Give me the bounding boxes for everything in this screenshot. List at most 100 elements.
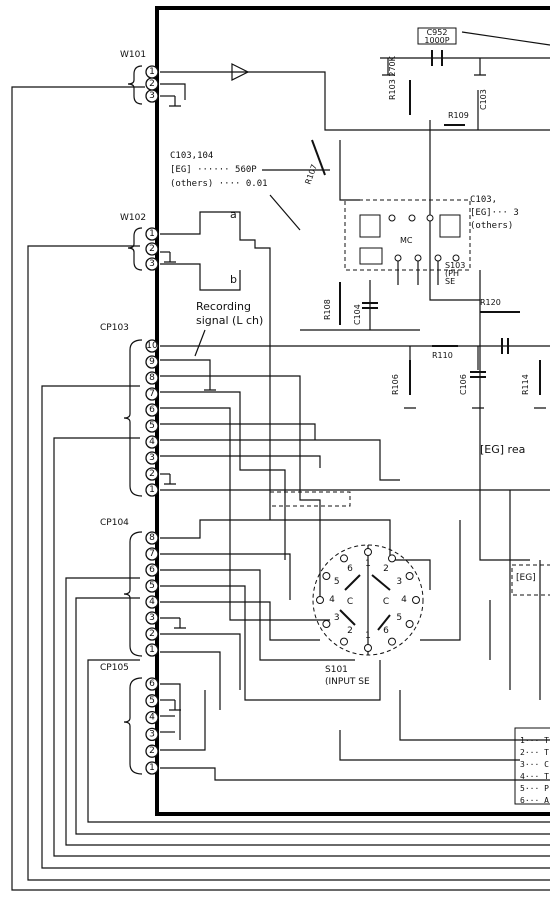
w102-pin-2 — [145, 242, 159, 256]
cp105-pin-label: 4 — [149, 713, 155, 723]
s101-sublabel: (INPUT SE — [325, 677, 370, 687]
w101-pin-3 — [145, 89, 159, 103]
s101-contact — [340, 554, 348, 563]
s101-contact-label: 2 — [347, 626, 353, 636]
cp103-pin-label: 1 — [149, 485, 155, 495]
s101-contact-label: 4 — [329, 595, 335, 605]
c-note-right-1: C103, — [470, 195, 497, 205]
w101-pin-label: 1 — [149, 67, 155, 77]
cp105-pin-label: 3 — [149, 729, 155, 739]
s101-label: S101 — [325, 665, 348, 675]
r108-c104: R108 C104 — [300, 280, 420, 331]
cp105-pin-6 — [145, 677, 159, 691]
recording-signal-line-2: signal (L ch) — [196, 314, 263, 327]
cp104-pin-label: 6 — [149, 565, 155, 575]
c952-value: 1000P — [424, 36, 449, 45]
eg-lower-label: [EG] — [516, 573, 536, 583]
s101-contact — [412, 596, 420, 604]
legend-1: 1··· T — [520, 736, 549, 745]
cp104-pin-1 — [145, 643, 159, 657]
cp105-pin-5 — [145, 694, 159, 708]
cp105-pin-2 — [145, 744, 159, 758]
ground-symbols — [164, 96, 216, 711]
cp103-pin-label: 5 — [149, 421, 155, 431]
c103-label: C103 — [479, 89, 488, 110]
s101-contact-label: 3 — [396, 577, 402, 587]
c-note-right-2: [EG]··· 3 — [470, 208, 519, 218]
cp104-pin-6 — [145, 563, 159, 577]
s101-contact — [322, 572, 331, 580]
s101-contact-label: 4 — [401, 595, 407, 605]
w101-label: W101 — [120, 50, 146, 60]
c-note-line-3: (others) ···· 0.01 — [170, 179, 268, 189]
r109-label: R109 — [448, 111, 469, 120]
w102-pin-label: 2 — [149, 244, 155, 254]
w101-pin-label: 2 — [149, 79, 155, 89]
cp103-pin-label: 2 — [149, 469, 155, 479]
s101-contact-label: 1 — [365, 631, 371, 641]
s101-contact — [388, 637, 396, 646]
cp105-pin-label: 1 — [149, 763, 155, 773]
outer-wiring — [11, 86, 550, 891]
cp103-pin-label: 6 — [149, 405, 155, 415]
cp105-pin-label: 2 — [149, 746, 155, 756]
connector-brackets — [123, 65, 143, 775]
cp104-pin-label: 3 — [149, 613, 155, 623]
c-note-right-3: (others) — [470, 221, 513, 231]
cp104-pin-label: 8 — [149, 533, 155, 543]
r110-network: R110 R106 C106 R114 — [391, 345, 546, 409]
legend-6: 6··· A — [520, 796, 549, 805]
s101-contact — [364, 548, 372, 556]
cp104-pin-3 — [145, 611, 159, 625]
s101-contact-label: 1 — [365, 559, 371, 569]
recording-signal-line-1: Recording — [196, 300, 251, 313]
r120-label: R120 — [480, 298, 501, 307]
cp104-pin-8 — [145, 531, 159, 545]
cp104-pin-label: 1 — [149, 645, 155, 655]
s101-rotary-switch: C C — [312, 544, 424, 656]
c104-label: C104 — [353, 304, 362, 325]
mic-switch-block: MC S103 (PH SE — [344, 199, 471, 286]
capacitor-note-right: C103, [EG]··· 3 (others) — [470, 195, 519, 231]
w102-pin-1 — [145, 227, 159, 241]
input-network: R103 270K R109 C103 — [231, 55, 488, 130]
cp103-pin-9 — [145, 355, 159, 369]
s101-contact-label: 6 — [383, 626, 389, 636]
eg-read-label: [EG] rea — [480, 443, 525, 456]
cp103-pin-label: 10 — [146, 341, 158, 351]
cp103-pin-2 — [145, 467, 159, 481]
w102-pin-label: 3 — [149, 259, 155, 269]
cp103-pin-5 — [145, 419, 159, 433]
cp104-pin-7 — [145, 547, 159, 561]
s101-contact-label: 3 — [334, 613, 340, 623]
cp103-pin-label: 8 — [149, 373, 155, 383]
c106-label: C106 — [459, 374, 468, 395]
s101-contact — [405, 620, 414, 628]
cp105-pin-1 — [145, 761, 159, 775]
w102-tag-a: a — [230, 208, 237, 221]
legend: 1··· T 2··· T 3··· C 4··· T 5··· P 6··· … — [514, 727, 550, 805]
w101-pin-label: 3 — [149, 91, 155, 101]
svg-text:C: C — [347, 597, 353, 607]
cp103-label: CP103 — [100, 323, 129, 333]
s101-contact — [364, 644, 372, 652]
cp104-pin-label: 5 — [149, 581, 155, 591]
s101-contact — [405, 572, 414, 580]
legend-2: 2··· T — [520, 748, 549, 757]
cp103-pin-4 — [145, 435, 159, 449]
w102-tag-b: b — [230, 273, 237, 286]
cp105-pin-4 — [145, 710, 159, 725]
cp105-pin-label: 6 — [149, 679, 155, 689]
cp104-pin-4 — [145, 595, 159, 609]
cp103-pin-7 — [145, 387, 159, 401]
cp104-pin-label: 2 — [149, 629, 155, 639]
mic-label: MC — [400, 236, 413, 245]
w102-connector: 123 — [145, 227, 159, 271]
c952-label: C952 — [427, 28, 448, 37]
w101-connector: 1 2 3 — [145, 65, 159, 103]
legend-4: 4··· T — [520, 772, 549, 781]
